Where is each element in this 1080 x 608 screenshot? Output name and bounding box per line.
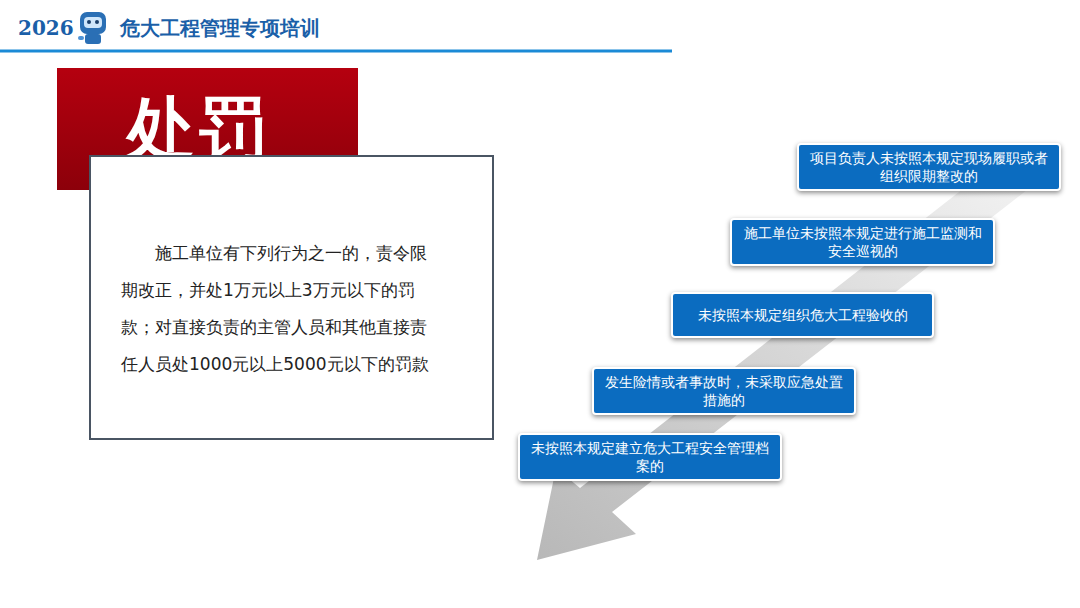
box-text: 未按照本规定组织危大工程验收的 — [698, 306, 908, 324]
box-text: 发生险情或者事故时，未采取应急处置措施的 — [602, 373, 846, 409]
banner-text: 处罚 — [127, 95, 271, 163]
flow-arrow — [537, 160, 1040, 560]
rule-box: 施工单位有下列行为之一的，责令限期改正，并处1万元以上3万元以下的罚款；对直接负… — [89, 155, 494, 440]
item-box: 未按照本规定建立危大工程安全管理档案的 — [518, 433, 782, 481]
box-text: 项目负责人未按照本规定现场履职或者组织限期整改的 — [807, 149, 1051, 185]
item-box: 施工单位未按照本规定进行施工监测和安全巡视的 — [730, 218, 995, 266]
item-box: 项目负责人未按照本规定现场履职或者组织限期整改的 — [797, 143, 1061, 191]
robot-icon — [78, 12, 106, 44]
header-rule — [0, 50, 672, 53]
item-box: 发生险情或者事故时，未采取应急处置措施的 — [592, 367, 856, 415]
header-year: 2026 — [18, 16, 74, 40]
box-text: 未按照本规定建立危大工程安全管理档案的 — [528, 439, 772, 475]
header-title: 危大工程管理专项培训 — [120, 15, 320, 42]
box-text: 施工单位未按照本规定进行施工监测和安全巡视的 — [740, 224, 985, 260]
item-box: 未按照本规定组织危大工程验收的 — [671, 292, 934, 338]
box-text: 施工单位有下列行为之一的，责令限期改正，并处1万元以上3万元以下的罚款；对直接负… — [121, 235, 442, 383]
